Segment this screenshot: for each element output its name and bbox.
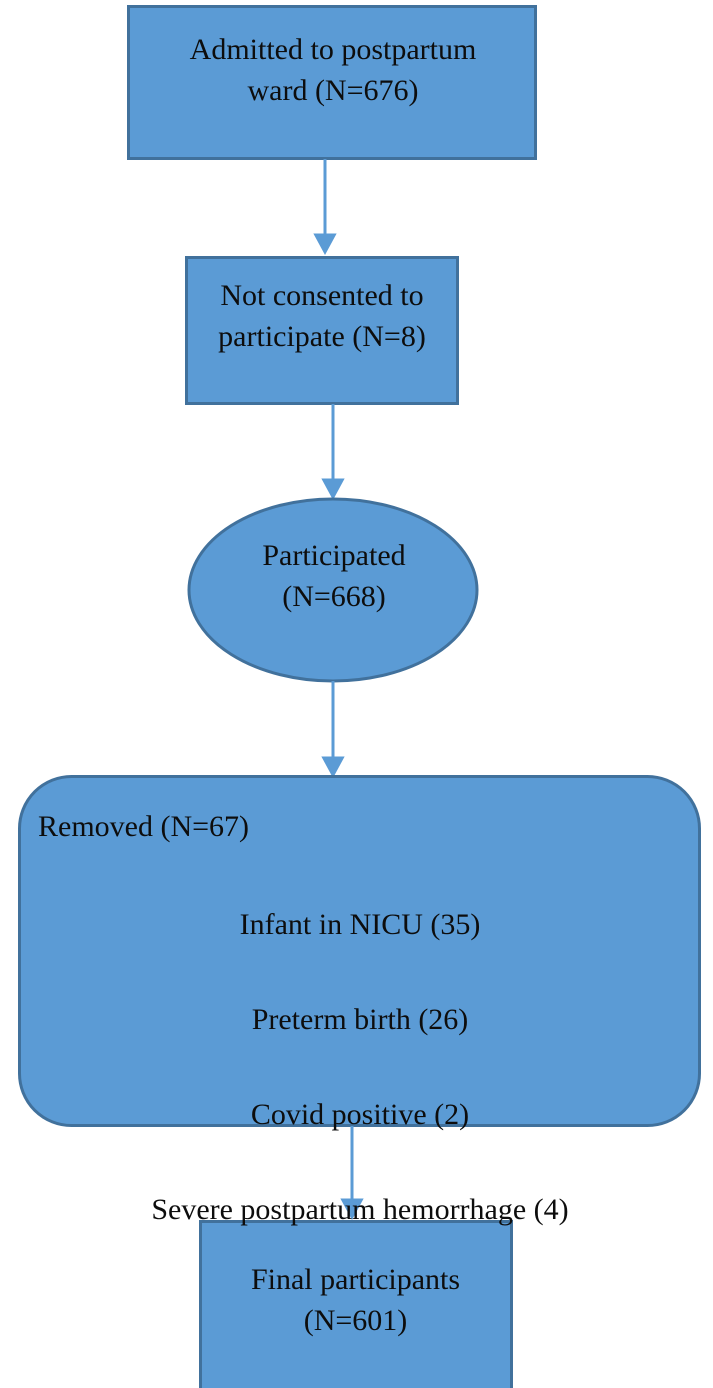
node-participated-shape — [187, 497, 479, 683]
node-removed-shape — [18, 775, 701, 1127]
node-not-consented-shape — [185, 256, 459, 405]
node-final-shape — [199, 1220, 513, 1388]
node-admitted-shape — [127, 5, 537, 160]
